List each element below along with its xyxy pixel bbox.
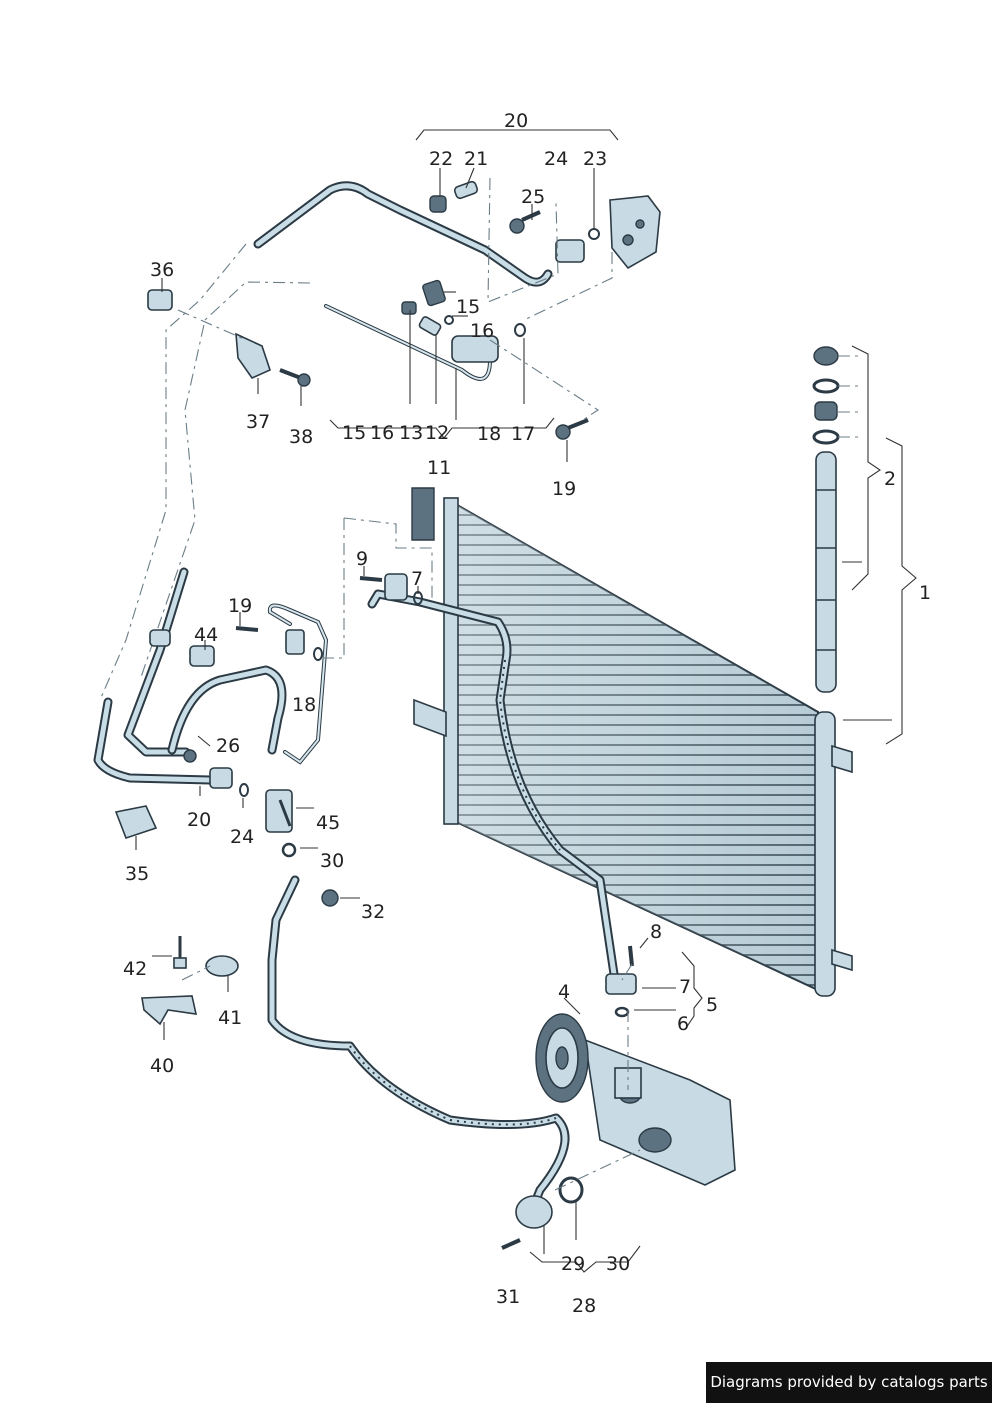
part-label: 18 [292,694,316,716]
part-label: 15 [456,296,480,318]
part-label: 9 [356,548,368,570]
part-label: 18 [477,423,501,445]
receiver-drier-tank [814,711,836,997]
part-label: 7 [679,976,691,998]
part-labels: 20 22 21 24 23 25 36 15 16 37 38 15 16 1… [123,110,931,1317]
part-label: 24 [230,826,254,848]
part-label: 45 [316,812,340,834]
part-label: 4 [558,981,570,1003]
part-label: 15 [342,422,366,444]
part-label: 1 [919,582,931,604]
part-label: 31 [496,1286,520,1308]
part-label: 12 [425,422,449,444]
part-label: 40 [150,1055,174,1077]
part-label: 6 [677,1013,689,1035]
leader-lines [135,129,917,1273]
part-label: 11 [427,457,451,479]
condenser-bracket-bottom [831,948,853,972]
part-label: 5 [706,994,718,1016]
condenser-bracket-left [413,698,447,738]
part-label: 13 [399,422,423,444]
part-label: 22 [429,148,453,170]
footer-credit: Diagrams provided by catalogs parts [706,1362,992,1403]
condenser-bracket-right [831,744,853,774]
part-label: 32 [361,901,385,923]
part-label: 42 [123,958,147,980]
part-label: 38 [289,426,313,448]
part-label: 8 [650,921,662,943]
part-label: 36 [150,259,174,281]
part-label: 30 [320,850,344,872]
part-label: 20 [504,110,528,132]
part-label: 29 [561,1253,585,1275]
compressor [535,1013,736,1186]
assembly-lines [177,177,860,1191]
expansion-valve [609,195,661,270]
part-label: 17 [511,423,535,445]
part-label: 26 [216,735,240,757]
part-label: 20 [187,809,211,831]
part-label: 41 [218,1007,242,1029]
part-label: 7 [411,568,423,590]
part-label: 19 [552,478,576,500]
part-label: 24 [544,148,568,170]
part-label: 23 [583,148,607,170]
drier-cartridge [812,346,840,693]
part-label: 21 [464,148,488,170]
condenser [411,487,853,997]
part-label: 37 [246,411,270,433]
part-label: 19 [228,595,252,617]
part-label: 16 [470,320,494,342]
small-parts [114,180,661,1250]
condenser-bracket-top [411,487,435,541]
part-label: 30 [606,1253,630,1275]
part-label: 25 [521,186,545,208]
part-label: 2 [884,468,896,490]
part-label: 35 [125,863,149,885]
part-label: 28 [572,1295,596,1317]
part-label: 44 [194,624,218,646]
condenser-left-tank [443,497,459,825]
part-label: 16 [370,422,394,444]
